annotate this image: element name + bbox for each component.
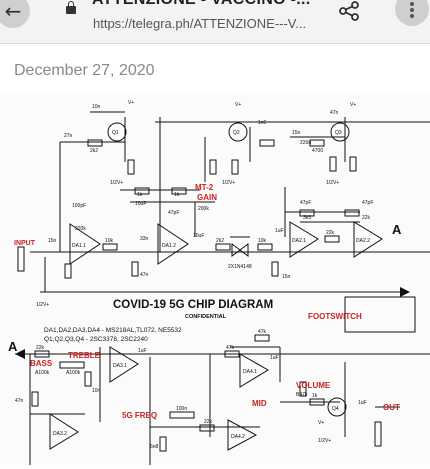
svg-text:1/2V+: 1/2V+	[222, 180, 235, 186]
back-button[interactable]: ←	[0, 0, 30, 28]
svg-text:10n: 10n	[92, 104, 101, 110]
label-mid: MID	[252, 399, 267, 408]
part-da4b: DA4.2	[231, 434, 245, 440]
svg-text:33n: 33n	[140, 236, 149, 242]
part-q1: Q1	[112, 130, 119, 136]
svg-text:47pF: 47pF	[362, 200, 373, 206]
svg-text:4700: 4700	[312, 148, 323, 154]
svg-text:V+: V+	[128, 100, 134, 106]
page-url[interactable]: https://telegra.ph/ATTENZIONE---V...	[93, 16, 307, 31]
svg-text:2k2: 2k2	[90, 148, 98, 154]
svg-text:3k3: 3k3	[303, 215, 311, 221]
svg-text:1/2V+: 1/2V+	[36, 302, 49, 308]
part-da2a: DA2.1	[292, 238, 306, 244]
more-menu-button[interactable]	[395, 0, 429, 26]
part-q4: Q4	[332, 406, 339, 412]
part-q3: Q3	[335, 130, 342, 136]
label-a-top: A	[392, 222, 402, 237]
part-da4a: DA4.1	[243, 369, 257, 375]
svg-text:22k: 22k	[326, 230, 335, 236]
svg-text:220n: 220n	[300, 140, 311, 146]
svg-text:1/2V+: 1/2V+	[110, 180, 123, 186]
label-bass: BASS	[30, 359, 53, 368]
diagram-parts-line-1: DA1,DA2,DA3,DA4 - MS218AL,TL072, NE5532	[44, 327, 182, 334]
svg-text:V+: V+	[235, 102, 241, 108]
page-title: ATTENZIONE - VACCINO -...	[92, 0, 310, 9]
lock-icon	[66, 1, 76, 14]
label-out: OUT	[383, 403, 400, 412]
svg-text:V+: V+	[318, 420, 324, 426]
part-da1b: DA1.2	[162, 243, 176, 249]
svg-text:200k: 200k	[198, 206, 209, 212]
svg-text:1uF: 1uF	[358, 400, 367, 406]
svg-text:100n: 100n	[176, 406, 187, 412]
browser-top-bar: ← ATTENZIONE - VACCINO -... https://tele…	[0, 0, 430, 44]
svg-text:2X1N4148: 2X1N4148	[228, 264, 252, 270]
share-icon[interactable]	[338, 0, 360, 22]
svg-text:15n: 15n	[48, 238, 57, 244]
svg-text:1uF: 1uF	[275, 228, 284, 234]
diagram-title: COVID-19 5G CHIP DIAGRAM	[113, 299, 273, 311]
schematic-image: INPUT MT-2 GAIN A DA1.1 DA1.2 DA2.1 DA2.…	[0, 92, 430, 465]
svg-text:1/2V+: 1/2V+	[318, 438, 331, 444]
svg-text:47n: 47n	[15, 398, 24, 404]
svg-text:V+: V+	[350, 102, 356, 108]
part-da2b: DA2.2	[356, 238, 370, 244]
arrow-left-icon: ←	[4, 0, 22, 23]
svg-text:47pF: 47pF	[168, 210, 179, 216]
circuit-schematic: INPUT MT-2 GAIN A DA1.1 DA1.2 DA2.1 DA2.…	[8, 100, 430, 465]
part-da3b: DA3.2	[53, 431, 67, 437]
svg-text:6n8: 6n8	[150, 444, 159, 450]
svg-text:27n: 27n	[64, 133, 73, 139]
svg-text:10k: 10k	[105, 238, 114, 244]
output-arrow-top	[400, 287, 410, 297]
svg-text:15n: 15n	[292, 130, 301, 136]
article-date: December 27, 2020	[14, 62, 155, 79]
svg-text:A100k: A100k	[35, 370, 50, 376]
svg-text:1k: 1k	[312, 393, 318, 399]
svg-text:22k: 22k	[36, 345, 45, 351]
svg-text:1uF: 1uF	[138, 348, 147, 354]
svg-text:1k: 1k	[137, 192, 143, 198]
part-da1a: DA1.1	[72, 243, 86, 249]
part-q2: Q2	[233, 130, 240, 136]
label-gain: GAIN	[197, 193, 217, 202]
input-arrow-bottom	[15, 349, 25, 359]
svg-text:B47k: B47k	[296, 392, 308, 398]
svg-text:220k: 220k	[75, 226, 86, 232]
svg-text:1n5: 1n5	[258, 120, 267, 126]
diagram-parts-line-2: Q1,Q2,Q3,Q4 - 2SC3378, 2SC2240	[44, 336, 148, 343]
svg-text:10uF: 10uF	[193, 233, 204, 239]
svg-text:22k: 22k	[204, 419, 213, 425]
label-input: INPUT	[14, 240, 36, 247]
diagram-subtitle: CONFIDENTIAL	[185, 314, 227, 320]
label-mt2: MT-2	[195, 183, 214, 192]
label-5g-freq: 5G FREQ	[122, 411, 157, 420]
svg-text:47k: 47k	[226, 345, 235, 351]
part-da3a: DA3.1	[113, 363, 127, 369]
more-vertical-icon	[410, 2, 414, 6]
svg-text:1uF: 1uF	[270, 355, 279, 361]
svg-text:1/2V+: 1/2V+	[326, 180, 339, 186]
svg-text:100pF: 100pF	[72, 203, 86, 209]
label-volume: VOLUME	[296, 381, 331, 390]
svg-text:1k: 1k	[174, 192, 180, 198]
label-a-bottom: A	[8, 339, 18, 354]
svg-text:15n: 15n	[282, 274, 291, 280]
svg-text:A100k: A100k	[66, 370, 81, 376]
label-treble: TREBLE	[68, 351, 101, 360]
svg-text:47pF: 47pF	[300, 200, 311, 206]
label-footswitch: FOOTSWITCH	[308, 312, 362, 321]
svg-text:47n: 47n	[140, 272, 149, 278]
svg-text:47n: 47n	[330, 110, 339, 116]
svg-text:10n: 10n	[92, 388, 101, 394]
svg-text:2k2: 2k2	[216, 238, 224, 244]
svg-text:10k: 10k	[258, 238, 267, 244]
svg-text:10uF: 10uF	[135, 201, 146, 207]
svg-text:47k: 47k	[258, 329, 267, 335]
svg-text:22k: 22k	[362, 215, 371, 221]
